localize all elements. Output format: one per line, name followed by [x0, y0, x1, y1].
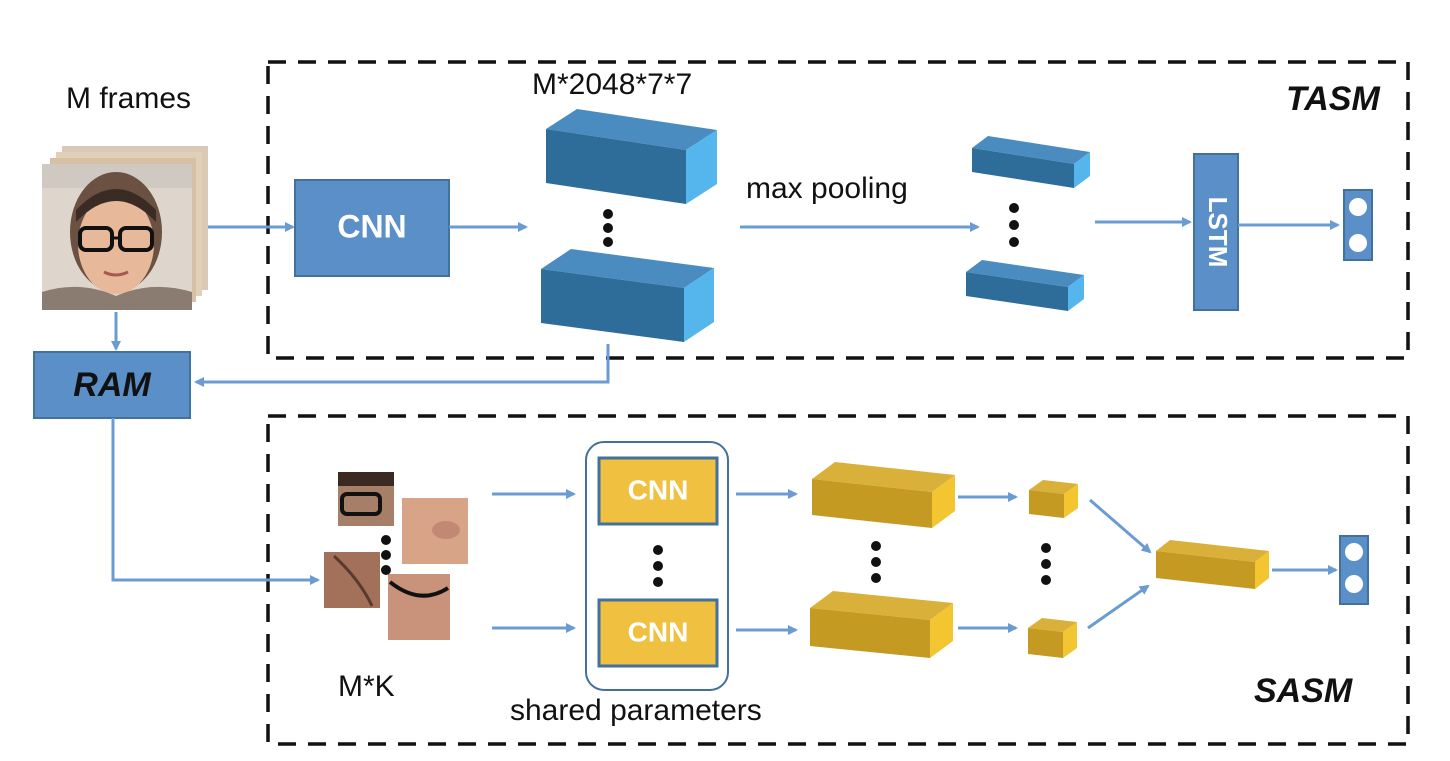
ram-box — [33, 351, 191, 419]
region-pooled-cube-bottom — [1028, 618, 1077, 658]
face-frames-stack-icon — [42, 146, 208, 310]
face-crop-icons — [324, 472, 468, 640]
cnn-ellipsis — [653, 545, 663, 587]
feature-cuboid-top — [546, 109, 717, 204]
lstm-label: LSTM — [1203, 197, 1233, 268]
fused-cuboid — [1156, 540, 1269, 589]
lstm-box — [1193, 153, 1239, 311]
shared-parameters-label: shared parameters — [510, 694, 762, 727]
feature-ellipsis — [603, 209, 613, 247]
crops-label: M*K — [338, 670, 395, 703]
tasm-cnn-box — [294, 179, 450, 277]
sasm-tag: SASM — [1254, 672, 1353, 710]
pooled-ellipsis — [1009, 203, 1019, 247]
cube-top-to-fused-arrow — [1089, 498, 1152, 554]
feature-shape-label: M*2048*7*7 — [532, 68, 693, 101]
region-cuboid-top — [812, 462, 955, 528]
input-label: M frames — [66, 82, 192, 115]
tasm-cnn-label: CNN — [337, 208, 406, 244]
pooled-cuboid-bottom — [966, 260, 1084, 311]
features-to-ram-arrow — [194, 344, 610, 387]
output-node-icon — [1343, 189, 1373, 261]
pooled-cuboid-top — [972, 136, 1090, 188]
sasm-cnn-bottom-label: CNN — [628, 616, 689, 647]
feature-cuboid-bottom — [541, 249, 714, 342]
cube-ellipsis — [1041, 543, 1051, 585]
region-ellipsis — [871, 541, 881, 583]
crops-ellipsis — [381, 535, 391, 575]
region-cuboid-bottom — [810, 591, 953, 658]
ram-label: RAM — [73, 366, 151, 404]
cube-bottom-to-fused-arrow — [1087, 584, 1150, 630]
sasm-cnn-top-label: CNN — [628, 474, 689, 505]
sasm-cnn-top-box — [597, 456, 719, 526]
sasm-cnn-bottom-box — [597, 598, 719, 668]
tasm-frame — [266, 60, 1410, 360]
ram-to-crops-arrow — [111, 418, 320, 585]
sasm-output-node-icon — [1339, 535, 1369, 605]
shared-parameters-group — [585, 441, 729, 691]
pooling-label: max pooling — [746, 172, 908, 205]
tasm-tag: TASM — [1286, 80, 1380, 118]
region-pooled-cube-top — [1029, 480, 1078, 518]
